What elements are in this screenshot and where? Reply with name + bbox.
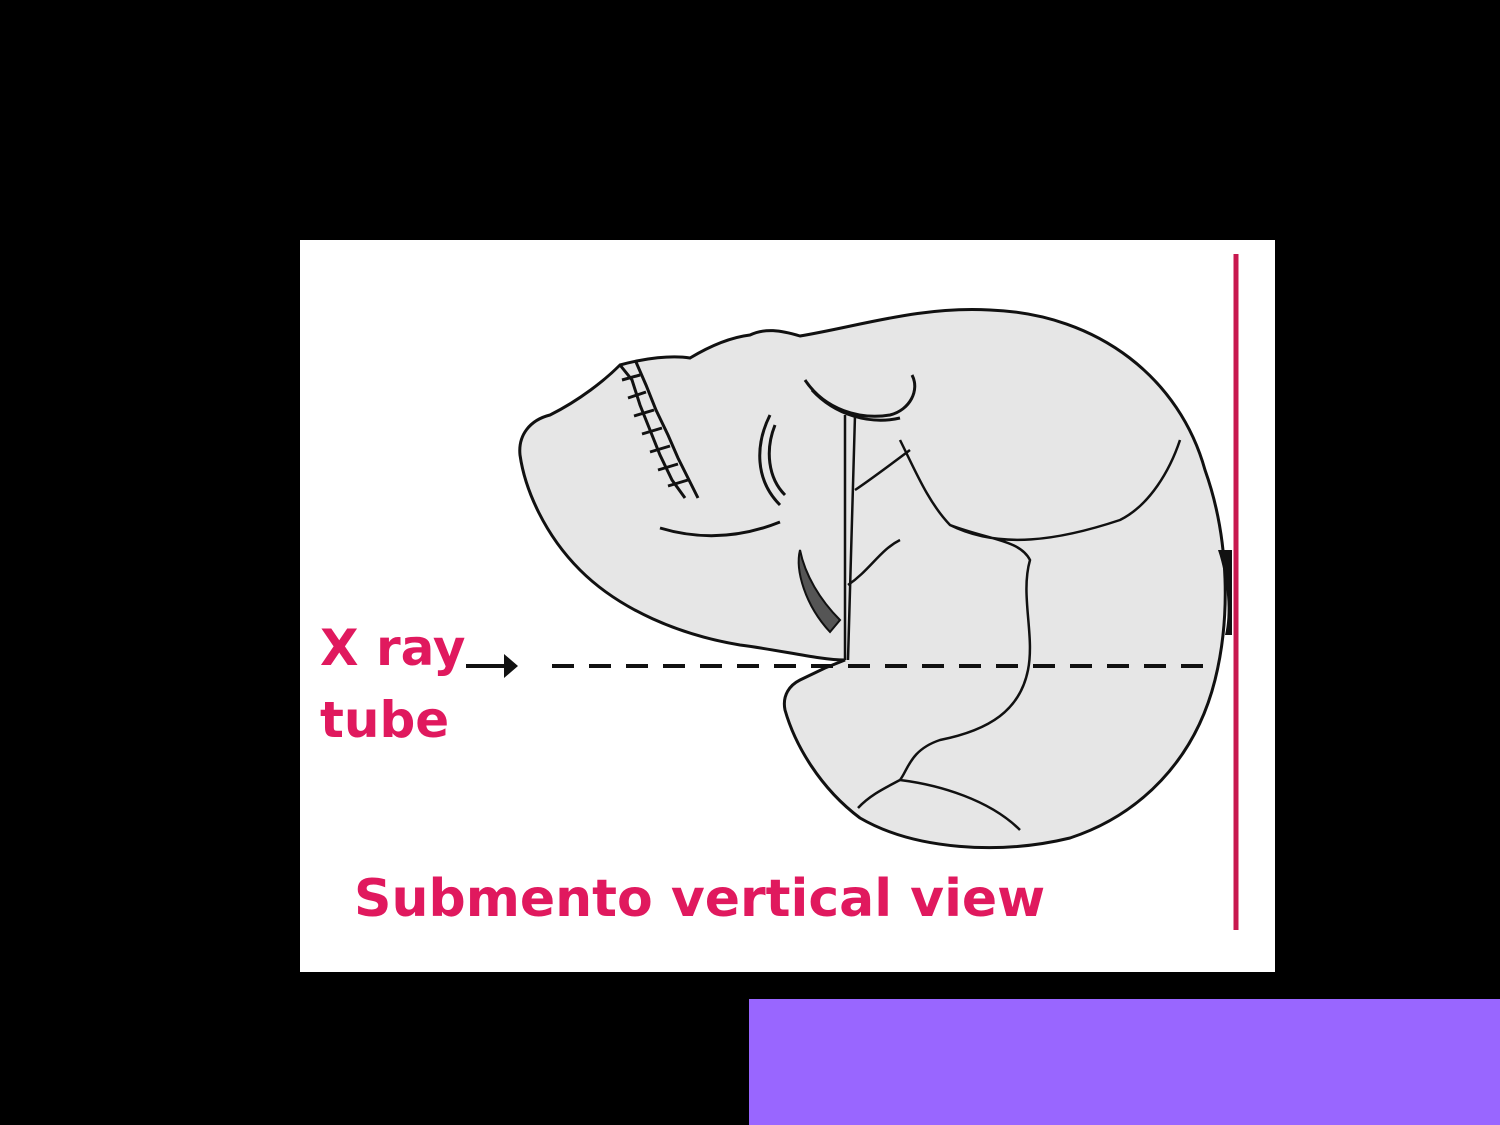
purple-block (749, 999, 1500, 1125)
figure-caption: Submento vertical view (354, 869, 1046, 929)
zygoma (659, 414, 787, 538)
mandible (797, 549, 842, 634)
xray-label: X ray (320, 619, 466, 677)
skull-outline (518, 307, 1227, 850)
skull-drawing (518, 307, 1232, 850)
figure-panel: X ray tube Submento vertical view (300, 240, 1275, 972)
right-arrow-icon (466, 654, 518, 678)
vertex-rim (1218, 550, 1232, 635)
diagram-svg (466, 254, 1239, 930)
teeth (618, 361, 700, 499)
skull-vertical-line (843, 414, 857, 661)
sutures (847, 439, 1182, 831)
tube-label: tube (320, 691, 450, 749)
orbit (803, 374, 917, 422)
